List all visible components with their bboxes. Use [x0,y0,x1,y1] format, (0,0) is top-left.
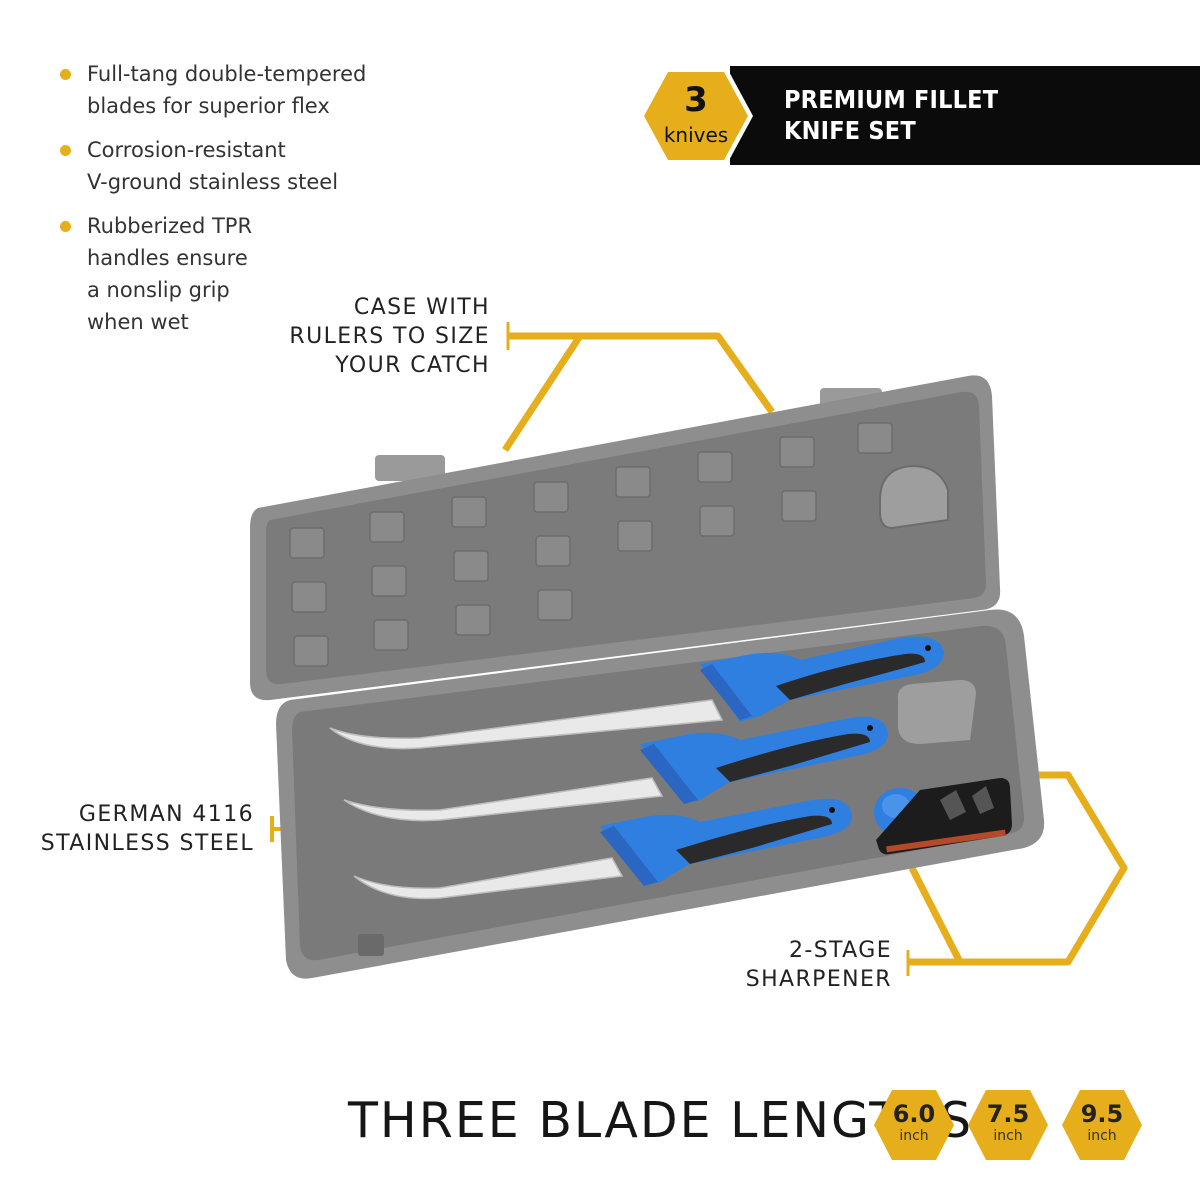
callout-line-text: RULERS TO SIZE [289,324,490,349]
blade-length-badge: 9.5 inch [1060,1088,1144,1162]
feature-line: Rubberized TPR [87,214,253,238]
callout-line-sharpener [908,771,1128,966]
bullet-icon [60,221,71,232]
knife-count-unit: knives [663,123,729,147]
knife-count-badge: 3 knives [637,64,755,168]
knife-middle [343,716,888,822]
feature-line: handles ensure [87,246,248,270]
blade-length-unit: inch [993,1128,1023,1144]
feature-line: a nonslip grip [87,278,230,302]
callout-sharpener: 2-STAGE SHARPENER [700,936,892,994]
hexagon-icon [874,1090,954,1160]
callout-case: CASE WITH RULERS TO SIZE YOUR CATCH [270,293,490,380]
hexagon-icon [968,1090,1048,1160]
blade-length-value: 9.5 [1080,1100,1124,1128]
callout-line-text: YOUR CATCH [335,353,490,378]
feature-line: when wet [87,310,189,334]
knife-top [329,636,944,750]
callout-line-case [502,332,775,452]
callout-line-text: CASE WITH [353,295,490,320]
knife-count-number: 3 [684,80,708,120]
case-lid [250,375,1001,701]
feature-line: V-ground stainless steel [87,170,339,194]
callout-steel: GERMAN 4116 STAINLESS STEEL [30,800,254,858]
feature-list: Full-tang double-tempered blades for sup… [58,58,398,350]
knife-bottom [353,798,852,900]
feature-item-blades: Full-tang double-tempered blades for sup… [58,58,398,122]
banner-title-line: PREMIUM FILLET [784,85,999,114]
callout-line-text: SHARPENER [745,967,892,992]
callout-line-text: STAINLESS STEEL [40,831,254,856]
feature-line: blades for superior flex [87,94,330,118]
hexagon-icon [1062,1090,1142,1160]
callout-line-text: 2-STAGE [788,938,892,963]
blade-length-unit: inch [899,1128,929,1144]
banner-title-line: KNIFE SET [784,116,916,145]
blade-length-badge: 7.5 inch [966,1088,1050,1162]
callout-line-text: GERMAN 4116 [78,802,254,827]
bullet-icon [60,145,71,156]
blade-lengths-title: THREE BLADE LENGTHS [348,1092,974,1149]
sharpener [874,778,1012,855]
blade-length-value: 6.0 [892,1100,936,1128]
title-banner [730,66,1200,165]
banner-title: PREMIUM FILLET KNIFE SET [784,84,1084,146]
blade-length-badge: 6.0 inch [872,1088,956,1162]
hexagon-icon [639,68,753,164]
feature-line: Corrosion-resistant [87,138,286,162]
feature-item-steel: Corrosion-resistant V-ground stainless s… [58,134,398,198]
feature-line: Full-tang double-tempered [87,62,367,86]
bullet-icon [60,69,71,80]
blade-length-value: 7.5 [986,1100,1030,1128]
blade-length-unit: inch [1087,1128,1117,1144]
feature-item-handles: Rubberized TPR handles ensure a nonslip … [58,210,398,338]
